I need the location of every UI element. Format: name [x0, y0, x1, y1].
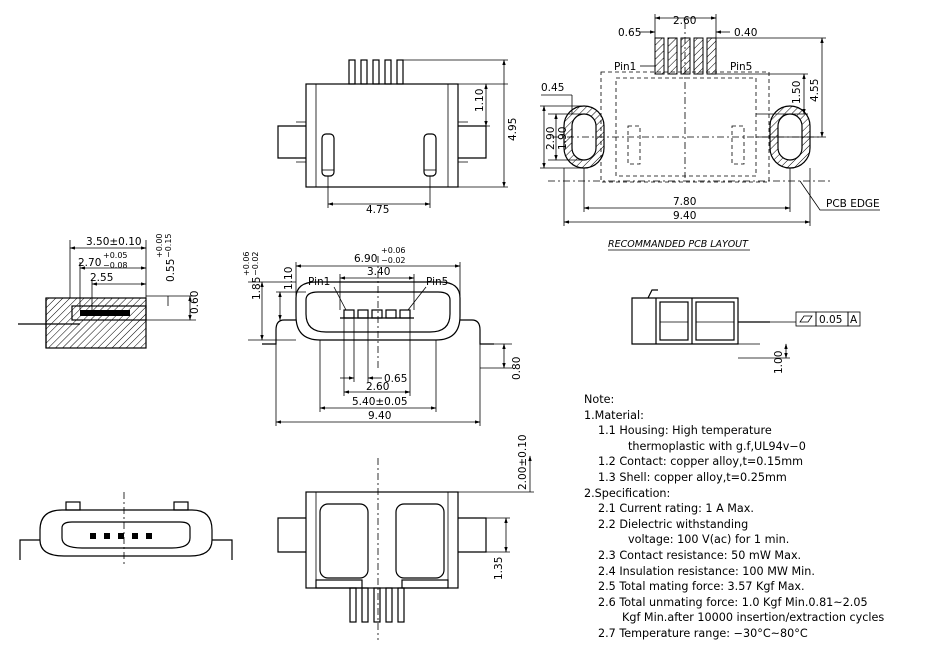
note-2-6b: Kgf Min.after 10000 insertion/extraction… [622, 611, 885, 625]
dim-side-b-tol-dn: −0.08 [103, 261, 128, 270]
note-2-1: 2.1 Current rating: 1 A Max. [598, 502, 754, 516]
dim-front-inner: 5.40±0.05 [352, 396, 408, 408]
dim-pcb-h2: 4.55 [809, 79, 821, 102]
dim-side-b-tol-up: +0.05 [103, 251, 128, 260]
bottom-front-view [19, 492, 233, 566]
front-view: Pin1 Pin5 6.90 +0.06 −0.02 3.40 1.85 +0.… [242, 246, 523, 426]
dim-bottom-h2: 1.35 [493, 557, 505, 580]
dim-pcb-inner-w: 7.80 [673, 196, 696, 208]
note-1-2: 1.2 Contact: copper alloy,t=0.15mm [598, 455, 803, 469]
pcb-pin5-label: Pin5 [730, 61, 752, 73]
dim-front-w: 6.90 [354, 253, 377, 265]
flatness-ref: A [850, 314, 858, 326]
dim-front-pitch: 0.65 [384, 373, 407, 385]
note-1-3: 1.3 Shell: copper alloy,t=0.25mm [598, 470, 787, 484]
dim-front-h2: 1.10 [283, 267, 295, 290]
pcb-layout-view: 2.60 0.65 0.40 Pin1 Pin5 1.50 4.55 2.90 … [540, 14, 880, 251]
front-pin1-label: Pin1 [308, 276, 330, 288]
dim-side-d: 0.55 [165, 259, 177, 282]
dim-front-h-tol-dn: −0.02 [251, 251, 260, 276]
notes-block: Note: 1.Material: 1.1 Housing: High temp… [584, 392, 934, 658]
note-2-7: 2.7 Temperature range: −30°C~80°C [598, 626, 808, 640]
dim-front-pin-span: 2.60 [366, 381, 389, 393]
dim-pcb-pitch-left: 0.65 [618, 27, 641, 39]
dim-pcb-slot-h2: 1.90 [557, 127, 569, 150]
dim-side-d-tol-up: +0.00 [155, 233, 164, 258]
side-section-view: 0.60 0.55 +0.00 −0.15 3.50±0.10 2.70 +0.… [18, 233, 201, 349]
dim-pcb-pitch-right: 0.40 [734, 27, 757, 39]
dim-front-w-tol-dn: −0.02 [381, 256, 406, 265]
dim-side-c: 2.55 [90, 272, 113, 284]
top-view: 1.10 4.95 4.75 [277, 59, 519, 216]
dim-front-w-tol-up: +0.06 [381, 246, 406, 255]
dim-pcb-h1: 1.50 [791, 81, 803, 104]
dim-front-h-tol-up: +0.06 [242, 251, 251, 276]
note-1-1a: 1.1 Housing: High temperature [598, 424, 772, 438]
dim-side-a: 3.50±0.10 [86, 236, 142, 248]
note-2-4: 2.4 Insulation resistance: 100 MW Min. [598, 564, 815, 578]
front-pin5-label: Pin5 [426, 276, 448, 288]
dim-front-pins: 3.40 [367, 266, 390, 278]
note-2-6a: 2.6 Total unmating force: 1.0 Kgf Min.0.… [598, 595, 868, 609]
dim-pcb-pitch-total: 2.60 [673, 15, 696, 27]
dim-side-foot: 1.00 [773, 351, 785, 374]
dim-pcb-slot-h1: 2.90 [545, 127, 557, 150]
dim-side-b: 2.70 [78, 257, 101, 269]
side-profile-view: 0.05 A 1.00 [631, 289, 861, 374]
dim-pcb-outer-w: 9.40 [673, 210, 696, 222]
bottom-view: 1.35 2.00±0.10 [277, 434, 534, 640]
notes-material: 1.Material: [584, 408, 644, 422]
dim-front-h: 1.85 [251, 277, 263, 300]
note-2-5: 2.5 Total mating force: 3.57 Kgf Max. [598, 580, 805, 594]
dim-front-outer: 9.40 [368, 410, 391, 422]
note-2-3: 2.3 Contact resistance: 50 mW Max. [598, 548, 802, 562]
dim-pcb-slot-w: 0.45 [541, 82, 564, 94]
pcb-edge-label: PCB EDGE [826, 198, 880, 210]
flatness-value: 0.05 [819, 314, 842, 326]
note-2-2a: 2.2 Dielectric withstanding [598, 517, 749, 531]
dim-side-e: 0.60 [189, 291, 201, 314]
notes-title: Note: [584, 393, 615, 406]
pcb-pin1-label: Pin1 [614, 61, 636, 73]
dim-top-h2: 4.95 [507, 118, 519, 141]
notes-spec: 2.Specification: [584, 486, 671, 500]
pcb-layout-caption: RECOMMANDED PCB LAYOUT [608, 239, 749, 250]
note-2-2b: voltage: 100 V(ac) for 1 min. [628, 533, 790, 547]
dim-front-foot: 0.80 [511, 357, 523, 380]
dim-bottom-h1: 2.00±0.10 [517, 434, 529, 490]
dim-side-d-tol-dn: −0.15 [164, 233, 173, 258]
note-1-1b: thermoplastic with g.f,UL94v−0 [628, 439, 806, 453]
dim-top-h1: 1.10 [474, 89, 486, 112]
dim-top-w: 4.75 [366, 204, 389, 216]
